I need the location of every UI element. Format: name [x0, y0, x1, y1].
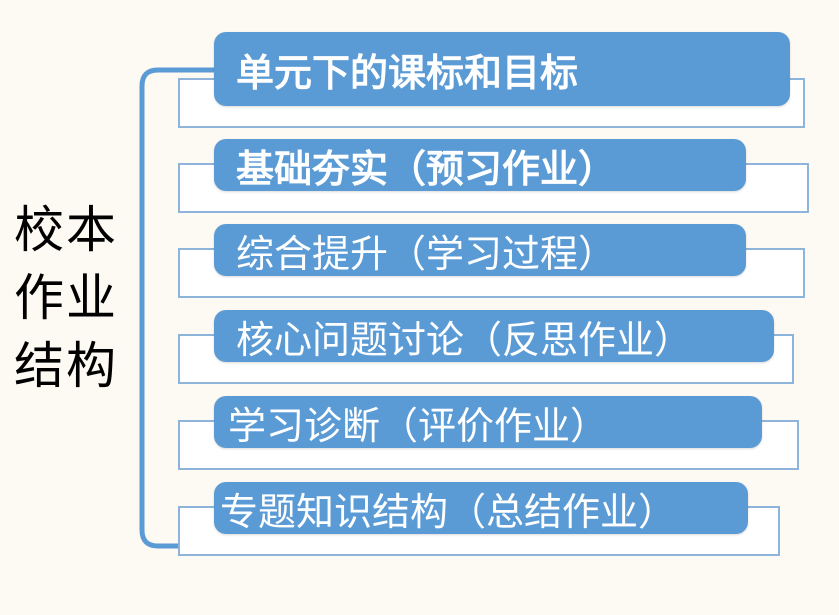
root-label-line-2: 作业 — [14, 269, 118, 327]
bracket-line — [139, 67, 225, 549]
item-1-pill: 单元下的课标和目标 — [214, 32, 790, 106]
item-2-label: 基础夯实（预习作业） — [236, 146, 617, 191]
item-3-label: 综合提升（学习过程） — [236, 231, 617, 276]
root-label-line-3: 结构 — [14, 337, 118, 395]
item-6-label: 专题知识结构（总结作业） — [220, 489, 677, 534]
item-2-pill: 基础夯实（预习作业） — [214, 139, 746, 191]
item-3-pill: 综合提升（学习过程） — [214, 224, 746, 276]
item-4-label: 核心问题讨论（反思作业） — [236, 317, 693, 362]
item-1-label: 单元下的课标和目标 — [236, 50, 579, 95]
item-6-pill: 专题知识结构（总结作业） — [214, 482, 748, 534]
item-5-pill: 学习诊断（评价作业） — [214, 396, 762, 448]
root-label: 校本 作业 结构 — [14, 196, 134, 400]
root-label-line-1: 校本 — [14, 201, 118, 259]
item-5-label: 学习诊断（评价作业） — [228, 403, 609, 448]
item-4-pill: 核心问题讨论（反思作业） — [214, 310, 774, 362]
